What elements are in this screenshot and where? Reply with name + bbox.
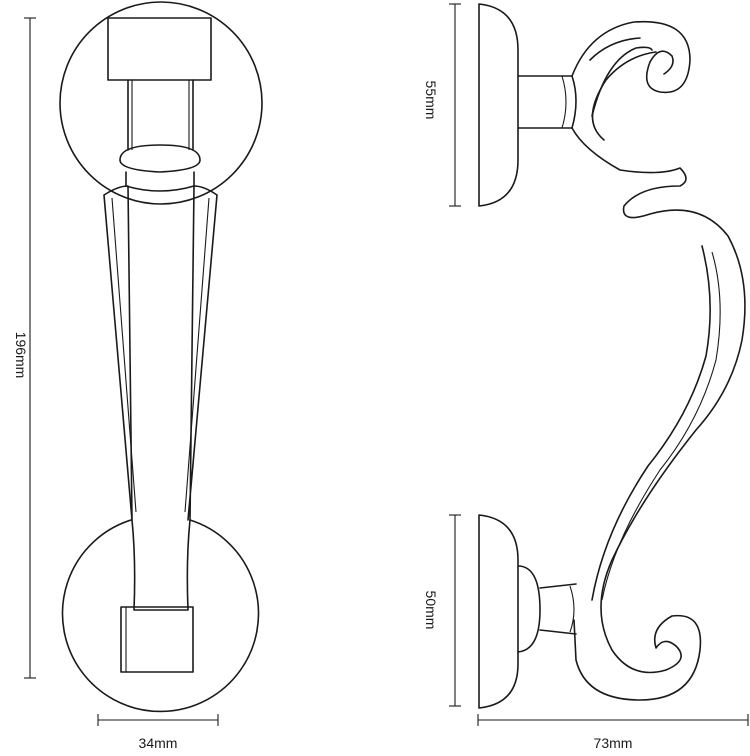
side-view — [478, 3, 746, 709]
front-view — [59, 1, 263, 713]
dimension-height-label: 196mm — [13, 332, 29, 379]
dimension-width-label: 34mm — [139, 735, 178, 751]
bottom-stud — [517, 565, 541, 653]
dimension-depth-label: 73mm — [594, 735, 633, 751]
dimensions: 196mm 34mm 55mm 50mm 73mm — [13, 3, 749, 751]
top-back-plate — [478, 3, 519, 207]
handle-scroll — [571, 20, 746, 701]
bottom-rose-plate — [61, 519, 260, 713]
bottom-back-plate — [478, 514, 519, 709]
bottom-striker-block — [120, 606, 194, 673]
dimension-top-plate-label: 55mm — [423, 81, 439, 120]
top-stem — [517, 75, 577, 129]
dimension-bottom-plate-label: 50mm — [423, 591, 439, 630]
top-neck — [127, 79, 194, 151]
knocker-body — [103, 185, 218, 611]
top-mounting-block — [107, 17, 212, 81]
pivot-knuckle — [119, 144, 201, 173]
top-rose-plate — [59, 1, 263, 205]
